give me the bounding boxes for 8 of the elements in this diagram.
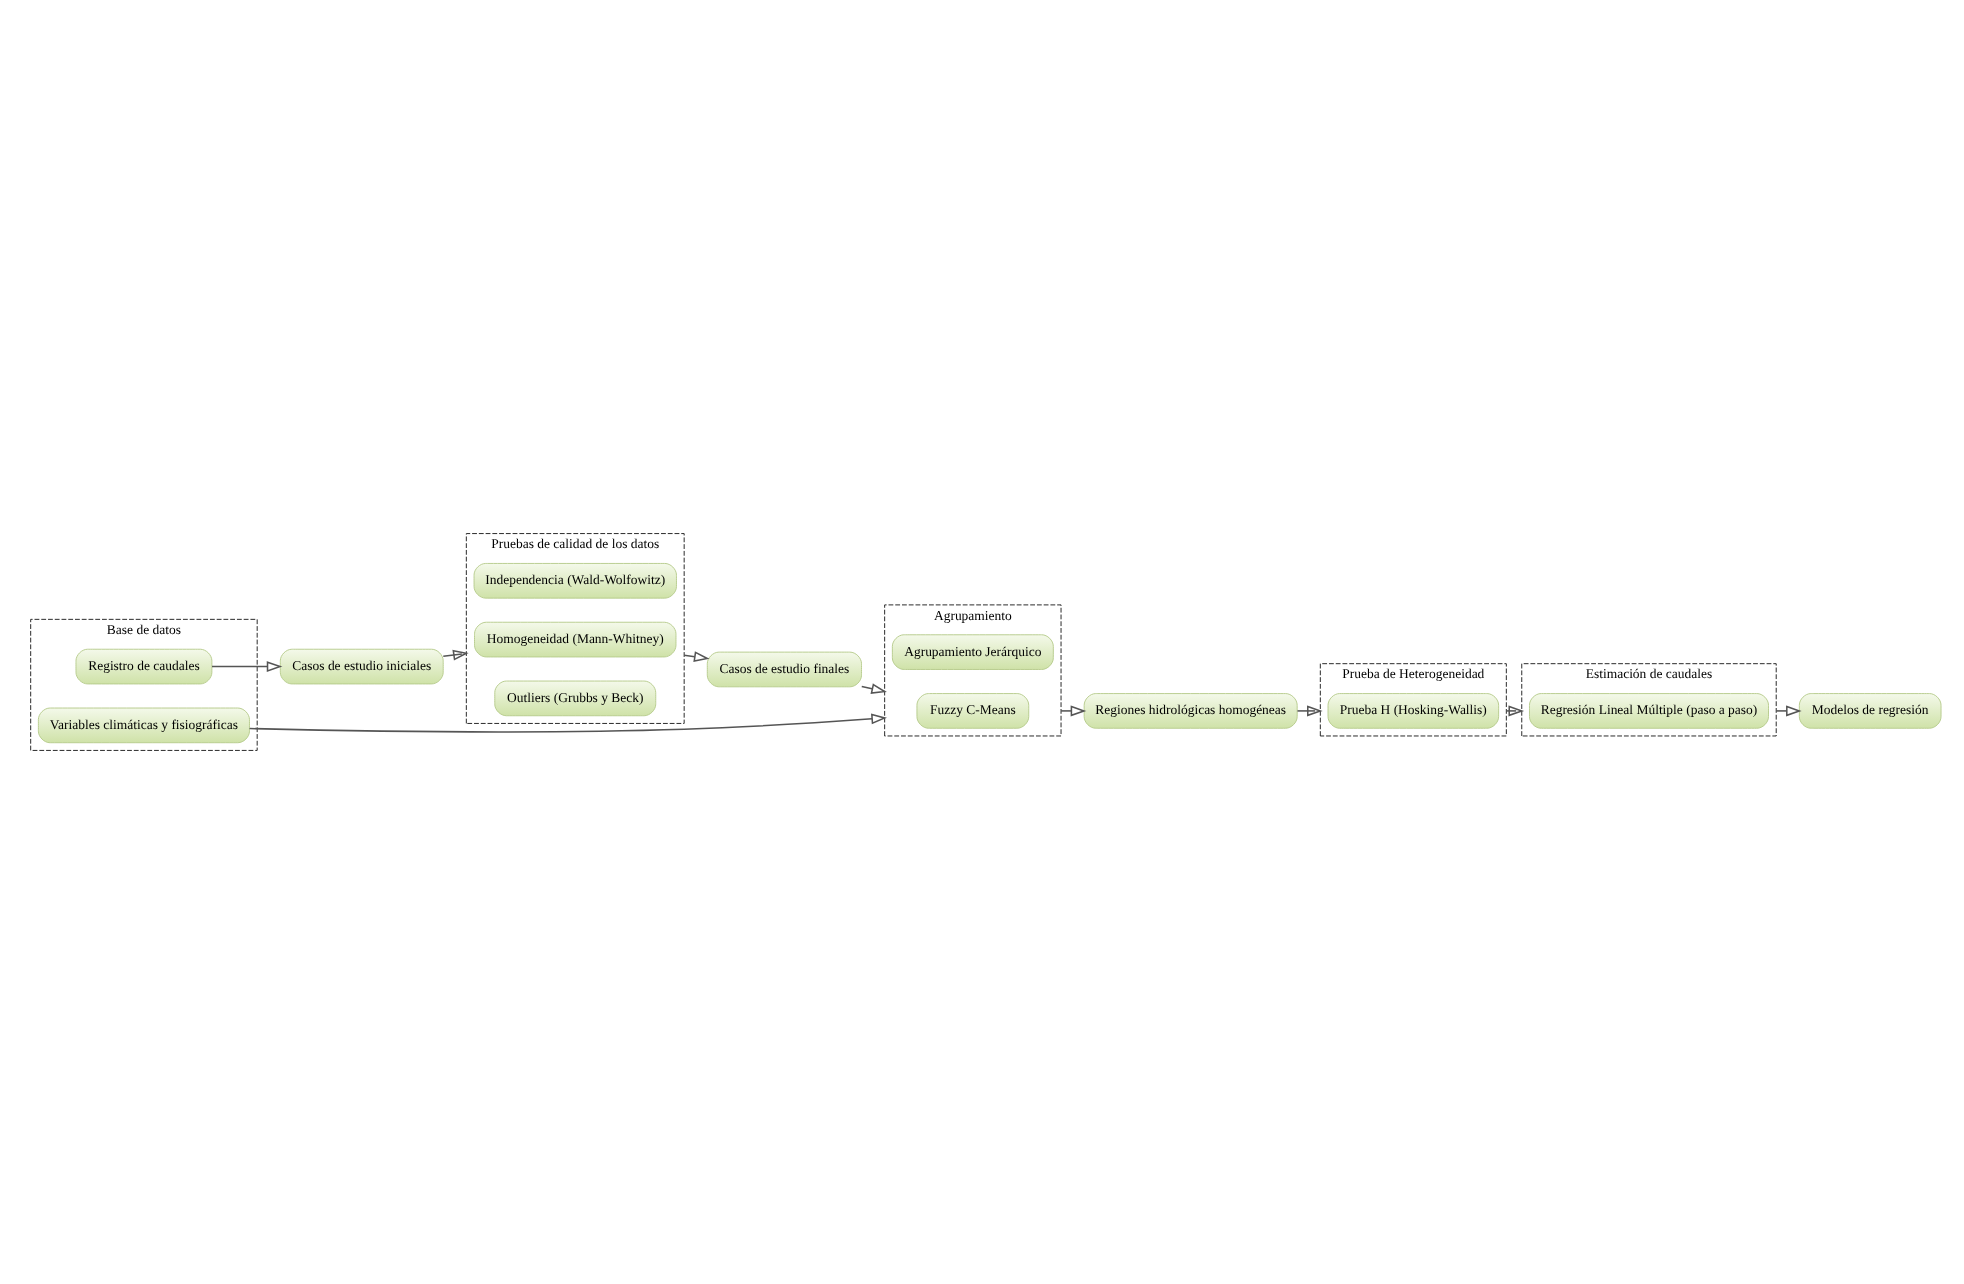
arrow: [442, 649, 469, 661]
arrow: [1775, 705, 1802, 717]
arrow: [861, 683, 887, 694]
arrow: [1505, 705, 1525, 717]
arrow: [1296, 705, 1323, 717]
arrow: [248, 713, 887, 733]
arrow: [1060, 705, 1087, 717]
arrow: [211, 661, 283, 673]
